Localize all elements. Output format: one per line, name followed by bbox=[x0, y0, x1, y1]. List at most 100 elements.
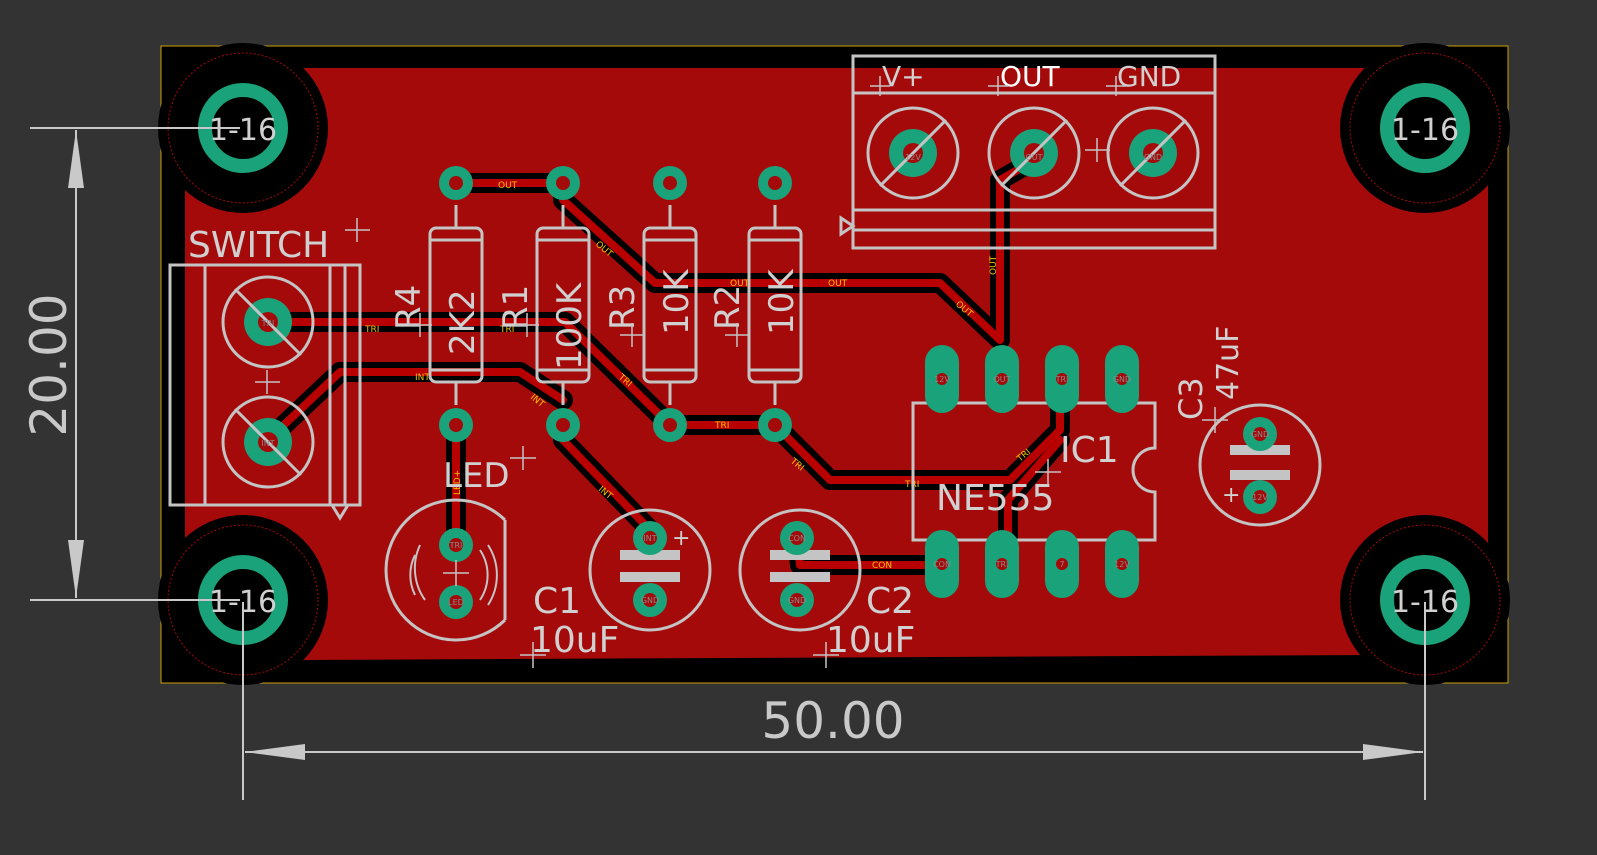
r2-value: 10K bbox=[762, 268, 802, 335]
c3-plus: + bbox=[1222, 483, 1240, 508]
terminal-label-vplus: V+ bbox=[882, 60, 925, 93]
ic1-name: IC1 bbox=[1060, 430, 1119, 471]
c1-name: C1 bbox=[533, 581, 581, 622]
terminal-label-gnd: GND bbox=[1117, 60, 1181, 93]
c3-pad-1: GND bbox=[1243, 417, 1277, 451]
net-label-led: LED+ bbox=[453, 470, 463, 495]
pad-label: INT bbox=[643, 534, 656, 543]
pad-label: TRI bbox=[261, 319, 275, 328]
pad-label: OUT bbox=[993, 375, 1010, 384]
ic1-ne555: 12V OUT TRI GND CON TRI 7 12V IC1 NE555 bbox=[911, 345, 1157, 598]
pad-label: LED bbox=[448, 598, 464, 607]
mount-hole-clearances bbox=[158, 43, 1510, 685]
pad-label: INT bbox=[261, 439, 274, 448]
trace-tri-ic bbox=[1004, 436, 1064, 549]
r4-name: R4 bbox=[389, 285, 429, 330]
dimension-height: 20.00 bbox=[20, 127, 240, 601]
r2-pad-1 bbox=[758, 166, 792, 200]
ic1-pin-4: GND bbox=[1105, 345, 1139, 413]
c1-pad-1: INT bbox=[633, 521, 667, 555]
net-label-out: OUT bbox=[989, 255, 999, 275]
net-label-tri: TRI bbox=[714, 421, 729, 431]
resistor-r4: R4 2K2 bbox=[389, 166, 484, 442]
pad-label: GND bbox=[1251, 430, 1269, 439]
terminal-pad-vplus: 12V bbox=[866, 106, 960, 200]
copper-pour bbox=[185, 68, 1488, 660]
net-label-out: OUT bbox=[498, 181, 518, 191]
pad-label: GND bbox=[641, 596, 659, 605]
terminal-pad-gnd: GND bbox=[1106, 106, 1200, 200]
pad-label: 12V bbox=[934, 375, 950, 384]
c3-name: C3 bbox=[1172, 377, 1210, 420]
ic1-pin-1: 12V bbox=[925, 345, 959, 413]
c2-name: C2 bbox=[866, 581, 914, 622]
c1-plus: + bbox=[672, 526, 690, 551]
dimension-height-value: 20.00 bbox=[20, 293, 78, 436]
dimension-width-value: 50.00 bbox=[761, 692, 904, 750]
dimension-width: 50.00 bbox=[242, 602, 1426, 800]
pad-label: 12V bbox=[905, 153, 921, 162]
mount-hole-label: 1-16 bbox=[1391, 113, 1459, 148]
led-d1: TRI LED LED bbox=[384, 446, 536, 642]
switch-label: SWITCH bbox=[188, 225, 329, 266]
resistor-r1: R1 100K bbox=[496, 166, 591, 442]
r1-name: R1 bbox=[496, 285, 536, 330]
c1-pad-2: GND bbox=[633, 583, 667, 617]
r2-pad-2 bbox=[758, 408, 792, 442]
pad-label: 7 bbox=[1059, 560, 1064, 569]
r3-value: 10K bbox=[657, 268, 697, 335]
led-pad-2: LED bbox=[439, 585, 473, 619]
terminal-label-out: OUT bbox=[1000, 60, 1061, 93]
r3-pad-2 bbox=[653, 408, 687, 442]
ic1-pin-5: CON bbox=[925, 530, 959, 598]
ic1-pin-7: 7 bbox=[1045, 530, 1079, 598]
pad-label: GND bbox=[1144, 153, 1162, 162]
pad-label: CON bbox=[933, 560, 951, 569]
pad-label: GND bbox=[788, 596, 806, 605]
pad-label: TRI bbox=[1055, 375, 1069, 384]
r4-pad-1 bbox=[439, 166, 473, 200]
c2-pad-1: CON bbox=[780, 521, 814, 555]
pad-label: TRI bbox=[995, 560, 1009, 569]
resistor-r3: R3 10K bbox=[603, 166, 698, 442]
led-pad-1: TRI bbox=[439, 528, 473, 562]
switch-pad-1: TRI bbox=[221, 275, 315, 369]
switch-terminal-block: TRI INT SWITCH bbox=[168, 218, 370, 521]
net-label-con: CON bbox=[872, 561, 892, 571]
c1-value: 10uF bbox=[530, 620, 619, 661]
r1-pad-2 bbox=[546, 408, 580, 442]
capacitor-c3: + GND 12V C3 47uF bbox=[1172, 326, 1322, 527]
net-label-tri: TRI bbox=[499, 325, 514, 335]
ic1-value: NE555 bbox=[936, 478, 1054, 519]
resistor-r2: R2 10K bbox=[708, 166, 803, 442]
r2-name: R2 bbox=[708, 285, 748, 330]
r4-value: 2K2 bbox=[443, 289, 483, 355]
pad-label: 12V bbox=[1114, 560, 1130, 569]
r1-pad-1 bbox=[546, 166, 580, 200]
net-label-int: INT bbox=[415, 373, 430, 383]
c3-pad-2: 12V bbox=[1243, 480, 1277, 514]
r1-value: 100K bbox=[550, 281, 590, 370]
switch-pad-2: INT bbox=[221, 395, 315, 489]
ic1-pin-6: TRI bbox=[985, 530, 1019, 598]
capacitor-c2: CON GND C2 10uF bbox=[738, 508, 915, 668]
r4-pad-2 bbox=[439, 408, 473, 442]
r3-pad-1 bbox=[653, 166, 687, 200]
pad-label: CON bbox=[788, 534, 806, 543]
trace-tri bbox=[261, 318, 1064, 484]
c2-value: 10uF bbox=[826, 620, 915, 661]
output-terminal-block: 12V OUT GND V+ OUT GND bbox=[839, 54, 1217, 250]
net-label-out: OUT bbox=[730, 279, 750, 289]
pad-label: TRI bbox=[449, 541, 463, 550]
r3-name: R3 bbox=[603, 285, 643, 330]
c2-pad-2: GND bbox=[780, 583, 814, 617]
ic1-pin-8: 12V bbox=[1105, 530, 1139, 598]
ic1-pin-2: OUT bbox=[985, 345, 1019, 413]
capacitor-c1: + INT GND C1 10uF bbox=[520, 508, 712, 668]
net-label-out: OUT bbox=[828, 279, 848, 289]
led-label: LED bbox=[443, 456, 510, 496]
pad-label: 12V bbox=[1252, 493, 1268, 502]
net-label-tri: TRI bbox=[364, 325, 379, 335]
c3-value: 47uF bbox=[1211, 326, 1246, 400]
